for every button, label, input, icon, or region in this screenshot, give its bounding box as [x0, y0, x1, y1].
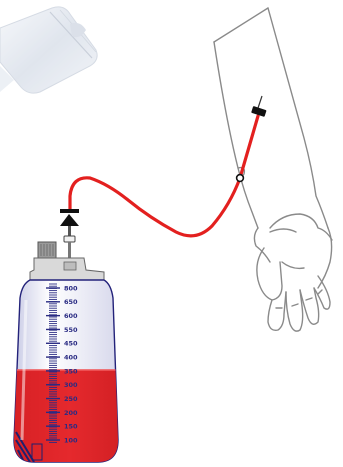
arm-icon [214, 8, 332, 331]
scale-label: 550 [64, 326, 78, 334]
scale-label: 600 [64, 312, 78, 320]
clamp-icon [60, 209, 79, 258]
scale-label: 200 [64, 409, 78, 417]
scale-label: 250 [64, 395, 78, 403]
scale-label: 350 [64, 367, 78, 375]
scale-label: 400 [64, 353, 78, 361]
syringe-icon [0, 7, 97, 93]
scale-label: 150 [64, 423, 78, 431]
scale-label: 800 [64, 284, 78, 292]
scale-label: 100 [64, 436, 78, 444]
scale-label: 300 [64, 381, 78, 389]
scale-label: 450 [64, 340, 78, 348]
scale-label: 650 [64, 298, 78, 306]
bottle-icon: 800 650 600 550 450 400 350 300 250 200 150 100 [0, 242, 140, 463]
tube-connector [237, 175, 244, 182]
